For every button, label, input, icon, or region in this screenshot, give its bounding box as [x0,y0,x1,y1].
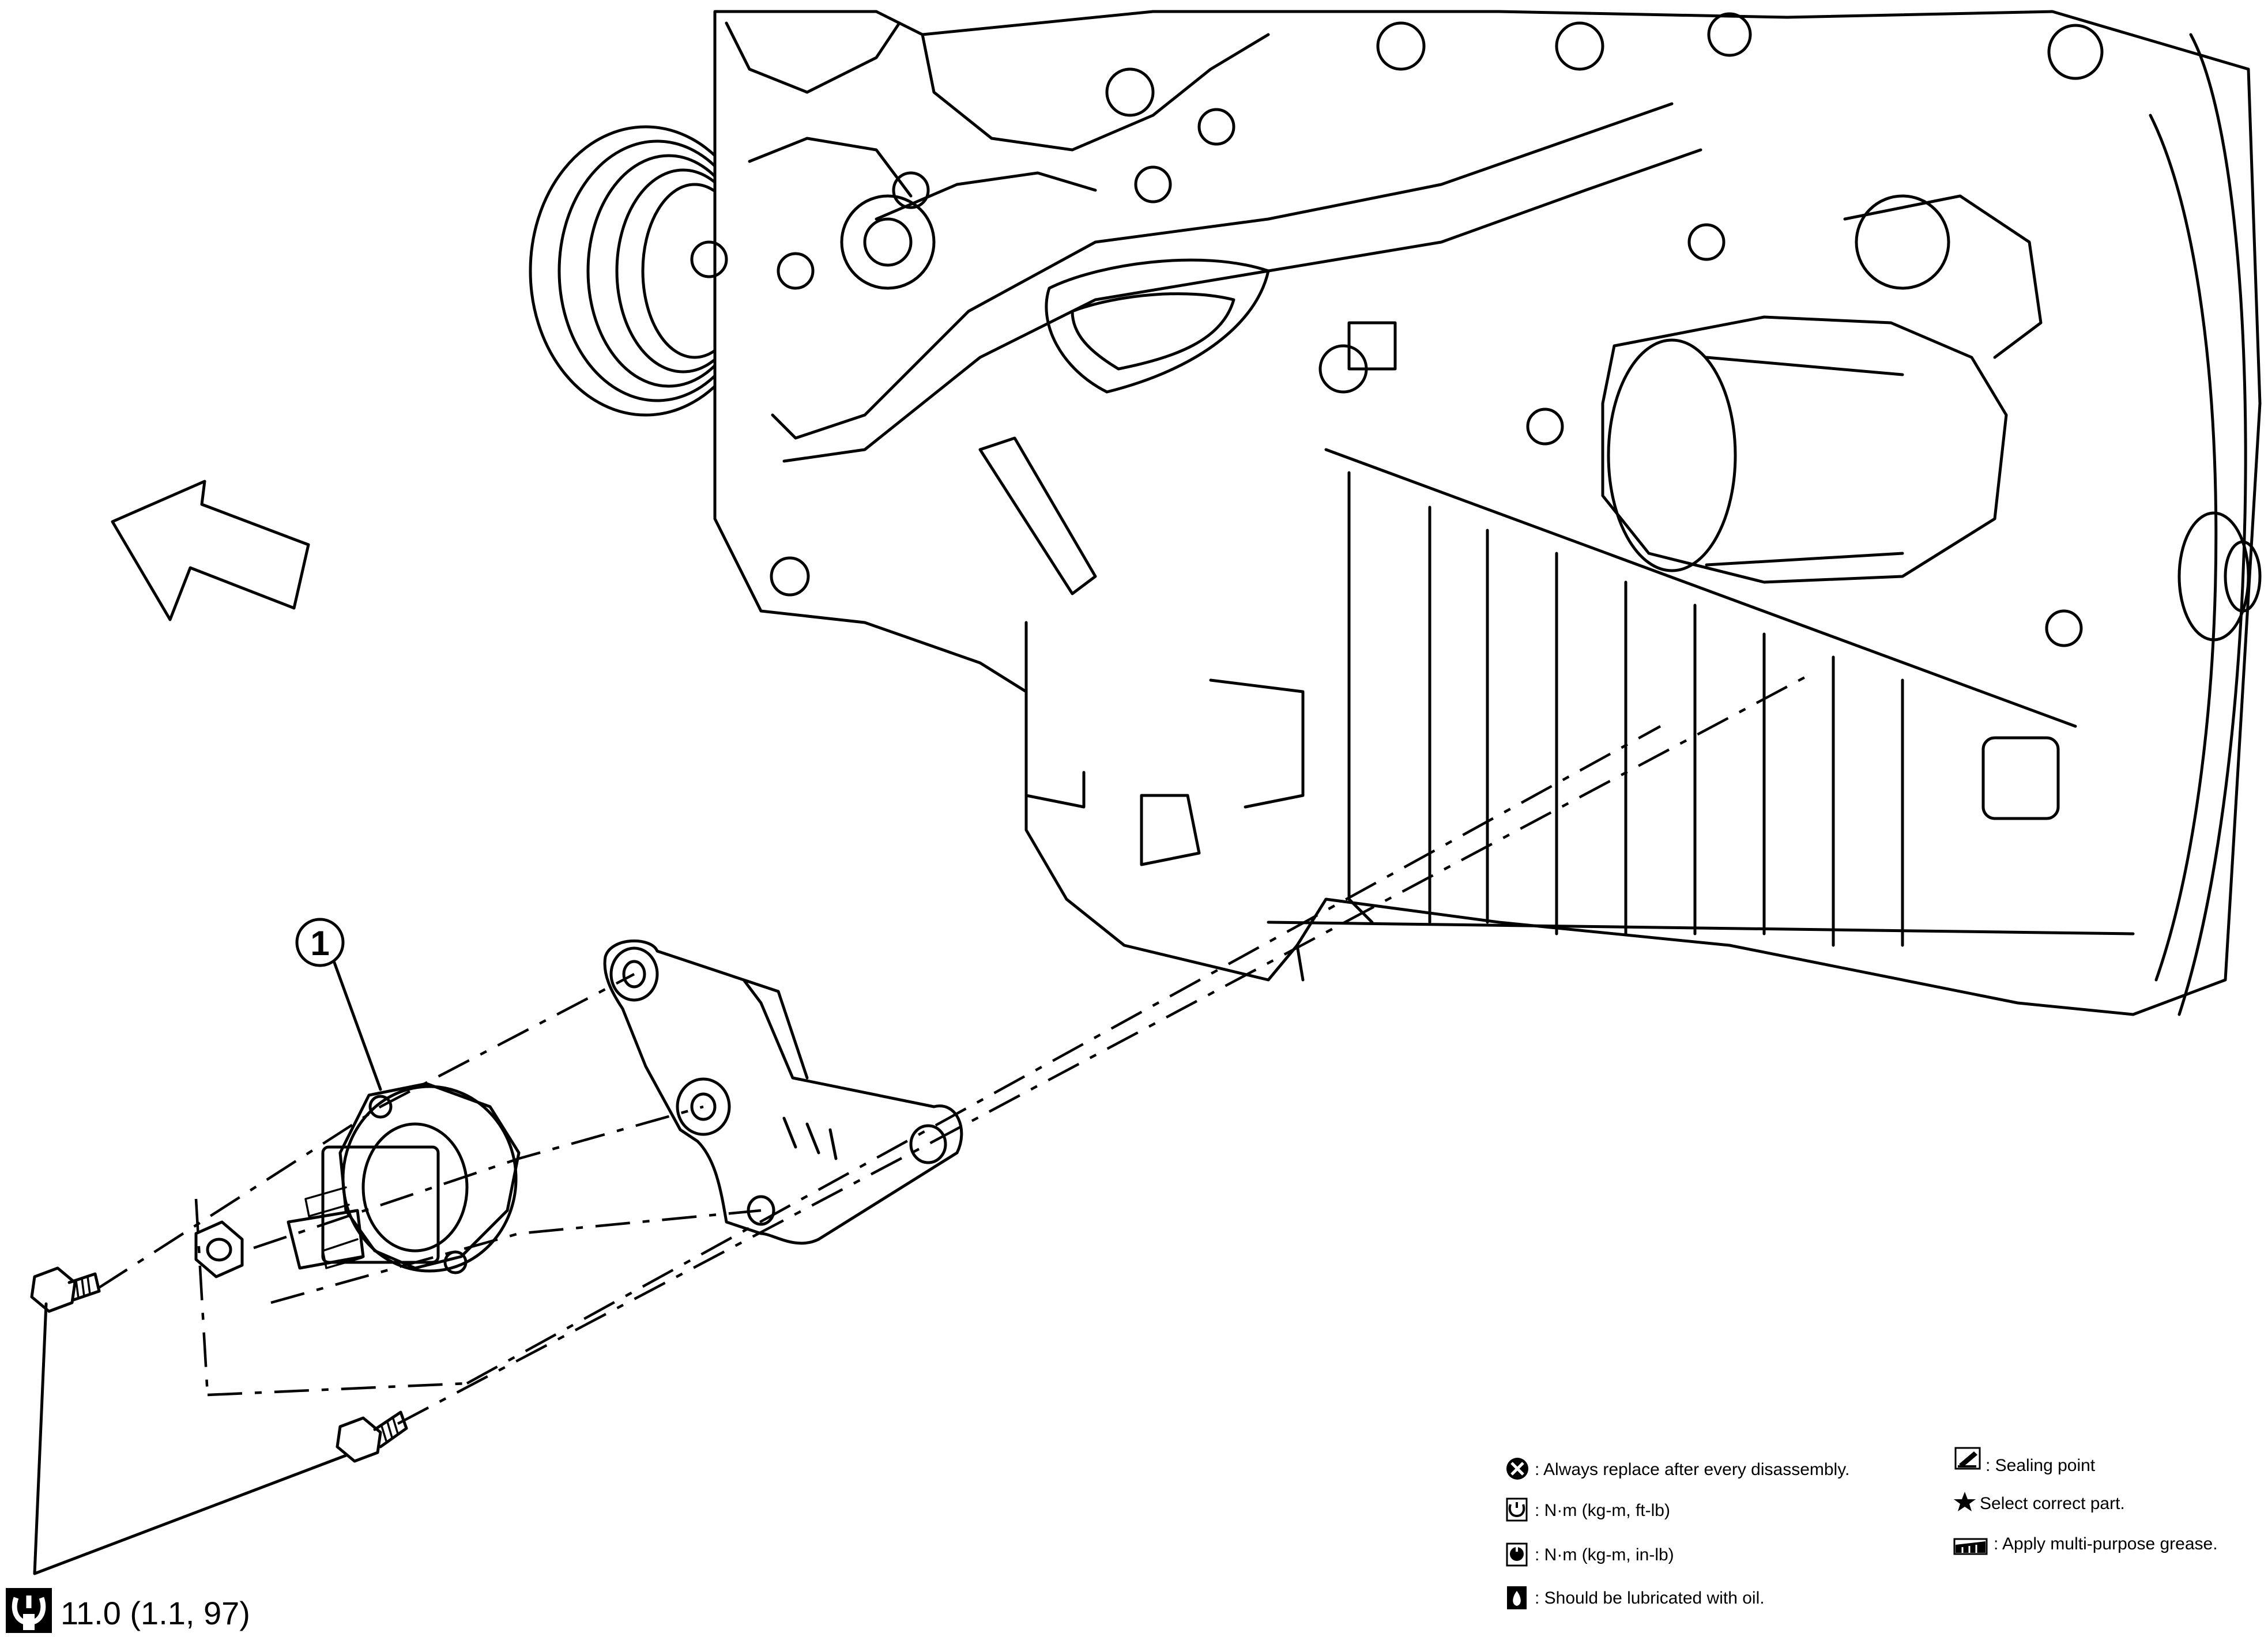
engine-bolts [690,108,2083,647]
torque-ftlb-icon [1506,1498,1528,1522]
engine-assembly [529,10,2262,1016]
torque-leader-lines [33,1302,348,1575]
legend-torque-ftlb: : N·m (kg-m, ft-lb) [1535,1501,1670,1520]
flywheel [2149,33,2262,1016]
torque-spec-value: 11.0 (1.1, 97) [61,1595,250,1631]
sealing-point-icon [1954,1447,1981,1470]
legend-grease: : Apply multi-purpose grease. [1994,1534,2218,1553]
assembly-guide-lines [97,673,1811,1425]
nut [194,1220,244,1278]
legend-select-part: Select correct part. [1980,1494,2125,1513]
torque-inlb-icon [1506,1542,1528,1567]
oil-pan [1267,448,2135,982]
part-1-component [287,1082,521,1274]
legend-oil: : Should be lubricated with oil. [1535,1589,1765,1608]
symbol-legend: : Always replace after every disassembly… [1506,1447,2218,1609]
legend-torque-inlb: : N·m (kg-m, in-lb) [1535,1545,1674,1564]
callout-1: 1 [295,918,382,1091]
front-direction-arrow-icon [111,480,310,621]
callout-1-label: 1 [310,924,329,963]
grease-icon [1953,1538,1988,1555]
torque-spec: 11.0 (1.1, 97) [6,1588,250,1633]
mounting-bracket [603,939,963,1245]
legend-always-replace: : Always replace after every disassembly… [1535,1460,1849,1479]
torque-wrench-icon [6,1588,52,1633]
always-replace-icon [1506,1458,1528,1480]
oil-lubricate-icon [1507,1586,1527,1609]
bolt-upper [30,1266,101,1313]
bolt-lower [336,1410,408,1463]
starter-motor [1601,194,2043,584]
legend-sealing-point: : Sealing point [1986,1456,2096,1475]
star-icon [1954,1492,1976,1511]
